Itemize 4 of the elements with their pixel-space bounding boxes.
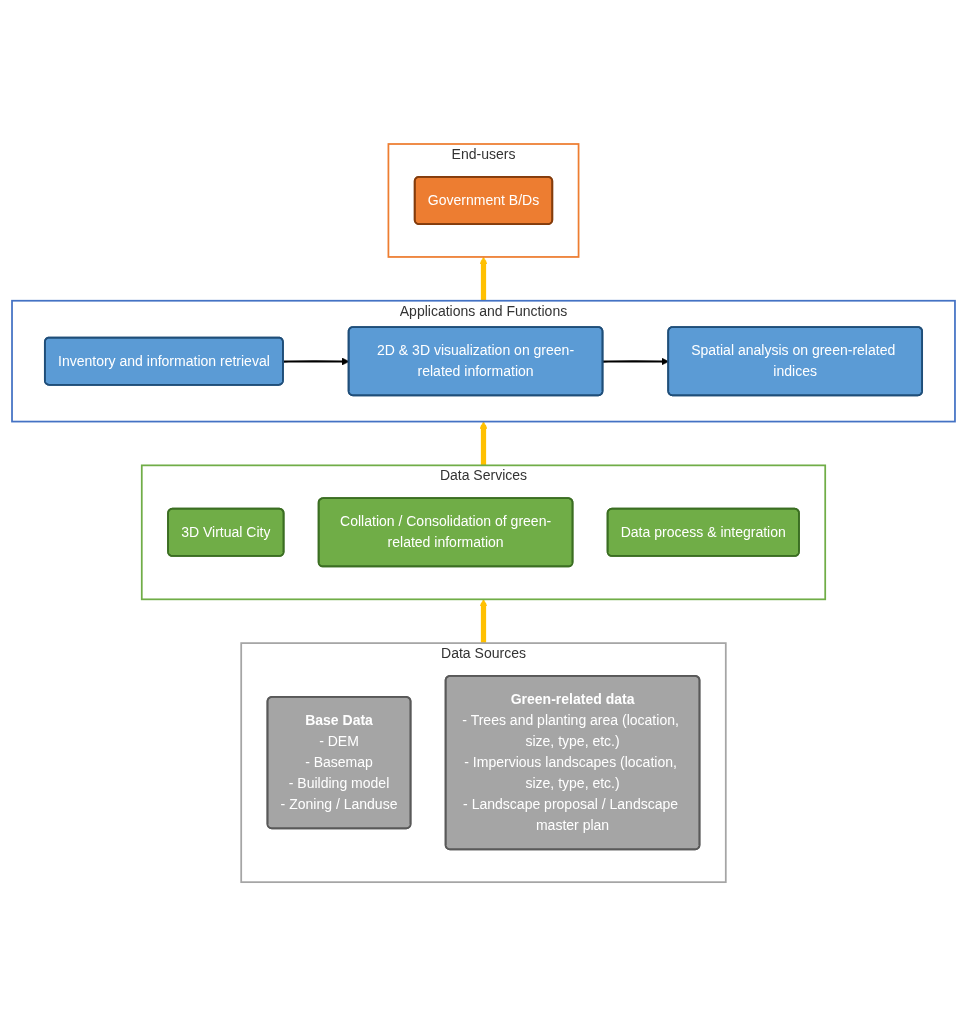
arrow [479,256,488,301]
arrow [479,598,488,644]
arrow [479,421,488,466]
arrow [602,357,669,366]
